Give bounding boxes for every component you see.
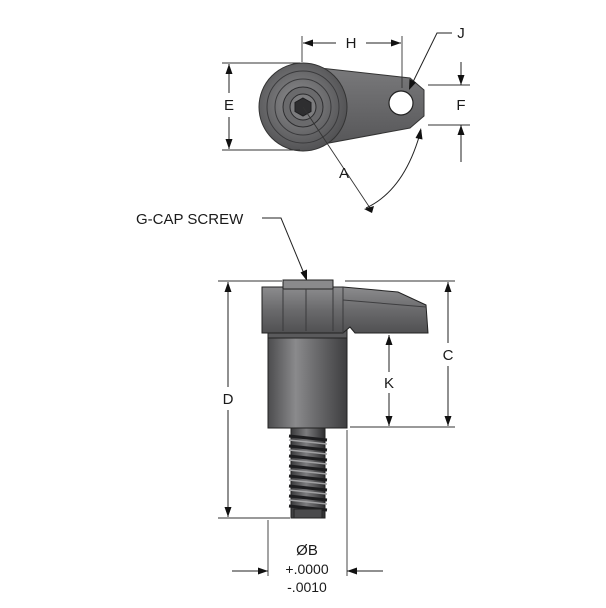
top-view (258, 62, 425, 152)
cap-screw-head (282, 279, 334, 290)
label-h: H (346, 35, 357, 52)
label-c: C (443, 347, 454, 364)
label-e: E (224, 97, 234, 114)
leader-g-cap-screw: G-CAP SCREW (136, 211, 307, 281)
dimension-d: D (223, 282, 234, 517)
top-view-extension-lines (222, 36, 470, 151)
label-g-cap-screw: G-CAP SCREW (136, 211, 244, 228)
dimension-k: K (384, 335, 394, 426)
clamp-head (261, 286, 429, 334)
label-b: ØB (296, 542, 318, 559)
label-b-tol-minus: -.0010 (287, 579, 327, 595)
threaded-stud (288, 425, 328, 519)
dimension-c: C (443, 282, 454, 426)
label-b-tol-plus: +.0000 (285, 561, 328, 577)
cylinder-body (267, 335, 348, 429)
side-view-extension-lines (218, 280, 455, 576)
leader-j: J (409, 25, 465, 90)
dimension-b: ØB +.0000 -.0010 (232, 542, 383, 595)
dimension-a: A (302, 106, 423, 213)
dimension-f: F (456, 62, 466, 162)
label-f: F (456, 97, 465, 114)
arm-hole (388, 90, 414, 116)
dimension-h: H (303, 35, 401, 52)
label-d: D (223, 391, 234, 408)
label-k: K (384, 375, 394, 392)
label-j: J (457, 25, 465, 42)
label-a: A (339, 165, 349, 182)
side-view (261, 279, 429, 519)
dimension-e: E (224, 64, 234, 149)
